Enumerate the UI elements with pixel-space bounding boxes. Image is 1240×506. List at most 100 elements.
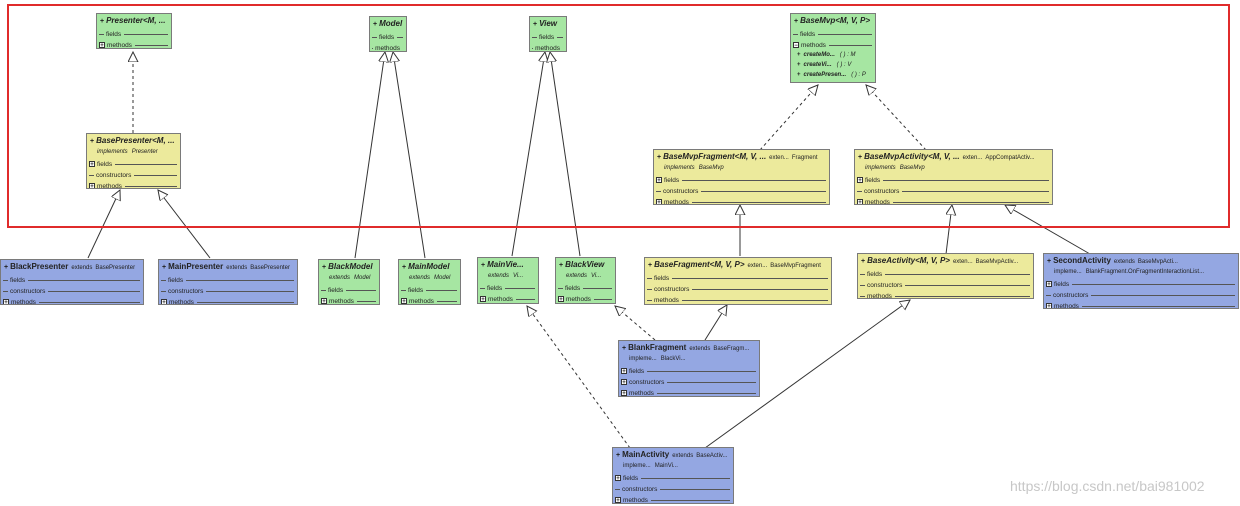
constructors-section[interactable]: constructors: [613, 483, 733, 494]
class-basemvpfragment[interactable]: +BaseMvpFragment<M, V, ...exten...Fragme…: [653, 149, 830, 205]
constructors-section[interactable]: constructors: [159, 285, 297, 296]
edge-mainactivity-mainview: [527, 306, 631, 449]
class-view[interactable]: +View fields methods: [529, 16, 567, 52]
expand-icon: +: [558, 296, 564, 303]
fields-section[interactable]: +fields: [87, 158, 180, 169]
class-name: BasePresenter<M, ...: [96, 136, 175, 145]
class-name: Model: [379, 19, 403, 28]
expand-icon: +: [1046, 303, 1052, 309]
expand-icon: +: [480, 296, 486, 303]
methods-section[interactable]: methods: [645, 294, 831, 304]
methods-section[interactable]: +methods: [399, 295, 460, 305]
methods-section[interactable]: +methods: [1044, 300, 1238, 309]
class-name: MainPresenter: [168, 262, 224, 271]
edge-secondactivity-basemvpactivity: [1005, 205, 1091, 255]
expand-icon: +: [161, 299, 167, 305]
expand-icon: +: [3, 299, 9, 305]
method-row[interactable]: +createMo...( ) : M: [797, 52, 856, 58]
fields-section[interactable]: fields: [370, 31, 406, 42]
class-name: BlackView: [565, 260, 605, 269]
fields-section[interactable]: fields: [159, 274, 297, 285]
class-presenter[interactable]: +Presenter<M, ... fields +methods: [96, 13, 172, 49]
class-basefragment[interactable]: +BaseFragment<M, V, P>exten...BaseMvpFra…: [644, 257, 832, 305]
class-name: Presenter<M, ...: [106, 16, 166, 25]
methods-section[interactable]: methods: [858, 290, 1033, 298]
methods-section[interactable]: methods: [370, 42, 406, 51]
expand-icon: +: [1046, 281, 1052, 288]
edge-baseactivity-basemvpactivity: [945, 205, 952, 255]
class-model[interactable]: +Model fields methods: [369, 16, 407, 52]
expand-icon: +: [401, 298, 407, 305]
methods-section[interactable]: +methods: [654, 196, 829, 204]
constructors-section[interactable]: constructors: [855, 185, 1052, 196]
constructors-section[interactable]: constructors: [654, 185, 829, 196]
class-baseactivity[interactable]: +BaseActivity<M, V, P>exten...BaseMvpAct…: [857, 253, 1034, 299]
class-name: BaseMvpFragment<M, V, ...: [663, 152, 767, 161]
edge-basemvpfragment-basemvp: [759, 85, 818, 151]
fields-section[interactable]: fields: [530, 31, 566, 42]
fields-section[interactable]: +fields: [613, 472, 733, 483]
edge-blankfragment-basefragment: [704, 305, 727, 341]
class-name: View: [539, 19, 558, 28]
method-row[interactable]: +createVi...( ) : V: [797, 62, 852, 68]
fields-section[interactable]: +fields: [619, 365, 759, 376]
methods-section[interactable]: +methods: [478, 293, 538, 303]
edge-mainactivity-baseactivity: [704, 300, 910, 449]
methods-section[interactable]: +methods: [855, 196, 1052, 204]
expand-icon: +: [621, 368, 627, 375]
fields-section[interactable]: fields: [1, 274, 143, 285]
method-row[interactable]: +createPresen...( ) : P: [797, 72, 866, 78]
methods-section[interactable]: +methods: [619, 387, 759, 396]
expand-icon: +: [615, 497, 621, 504]
class-name: BlackPresenter: [10, 262, 69, 271]
class-basemvp[interactable]: +BaseMvp<M, V, P> fields −methods +creat…: [790, 13, 876, 83]
fields-section[interactable]: fields: [556, 282, 615, 293]
class-name: BlackModel: [328, 262, 373, 271]
constructors-section[interactable]: constructors: [87, 169, 180, 180]
fields-section[interactable]: fields: [319, 284, 379, 295]
methods-section[interactable]: −methods: [791, 39, 875, 50]
fields-section[interactable]: fields: [645, 272, 831, 283]
constructors-section[interactable]: constructors: [1, 285, 143, 296]
fields-section[interactable]: +fields: [855, 174, 1052, 185]
constructors-section[interactable]: constructors: [858, 279, 1033, 290]
fields-section[interactable]: fields: [399, 284, 460, 295]
fields-section[interactable]: fields: [97, 28, 171, 39]
fields-section[interactable]: fields: [791, 28, 875, 39]
methods-section[interactable]: +methods: [319, 295, 379, 304]
edge-mainmodel-model: [393, 52, 426, 259]
edge-mainpresenter-basepresenter: [158, 190, 211, 259]
methods-section[interactable]: +methods: [87, 180, 180, 188]
fields-section[interactable]: +fields: [654, 174, 829, 185]
class-name: MainVie...: [487, 260, 524, 269]
expand-icon: +: [621, 379, 627, 386]
expand-icon: +: [615, 475, 621, 482]
methods-section[interactable]: +methods: [97, 39, 171, 48]
constructors-section[interactable]: constructors: [1044, 289, 1238, 300]
fields-section[interactable]: +fields: [1044, 278, 1238, 289]
constructors-section[interactable]: +constructors: [619, 376, 759, 387]
methods-section[interactable]: +methods: [1, 296, 143, 305]
expand-icon: +: [857, 177, 863, 184]
fields-section[interactable]: fields: [478, 282, 538, 293]
methods-section[interactable]: +methods: [159, 296, 297, 305]
class-name: BaseMvp<M, V, P>: [800, 16, 871, 25]
edge-basemvpactivity-basemvp: [866, 85, 927, 151]
methods-section[interactable]: +methods: [613, 494, 733, 504]
methods-section[interactable]: methods: [530, 42, 566, 51]
fields-section[interactable]: fields: [858, 268, 1033, 279]
class-basemvpactivity[interactable]: +BaseMvpActivity<M, V, ...exten...AppCom…: [854, 149, 1053, 205]
edge-blackview-view: [550, 52, 581, 257]
methods-section[interactable]: +methods: [556, 293, 615, 303]
constructors-section[interactable]: constructors: [645, 283, 831, 294]
